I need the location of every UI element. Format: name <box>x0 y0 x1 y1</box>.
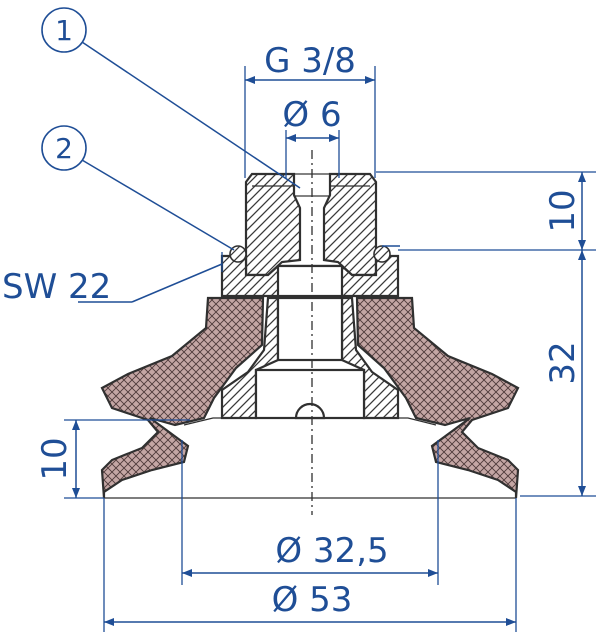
o-ring-right <box>373 245 391 263</box>
wrench-size-label: SW 22 <box>2 267 111 307</box>
bellows-left-section <box>100 296 265 499</box>
callout-2-circle <box>41 125 87 171</box>
nipple-head-left <box>244 172 302 277</box>
body-height-label: 32 <box>543 341 583 384</box>
inner-diameter-label: Ø 32,5 <box>275 531 388 571</box>
bellows-rubber-section <box>100 296 520 499</box>
bore-diameter-label: Ø 6 <box>282 95 341 135</box>
lip-height-label: 10 <box>35 437 75 480</box>
callout-1-circle <box>41 7 87 53</box>
metal-nipple-section <box>220 172 400 420</box>
bellows-right-section <box>355 296 520 499</box>
callout-2-number: 2 <box>55 132 73 165</box>
callout-2: 2 <box>41 125 87 171</box>
outer-diameter-label: Ø 53 <box>272 580 353 620</box>
thread-size-label: G 3/8 <box>264 41 356 81</box>
callout-1-number: 1 <box>55 14 73 47</box>
callout-leaders <box>81 41 400 251</box>
callout-1: 1 <box>41 7 87 53</box>
nipple-height-label: 10 <box>543 189 583 232</box>
nipple-head-right <box>322 172 378 277</box>
dimension-lines <box>64 66 596 632</box>
